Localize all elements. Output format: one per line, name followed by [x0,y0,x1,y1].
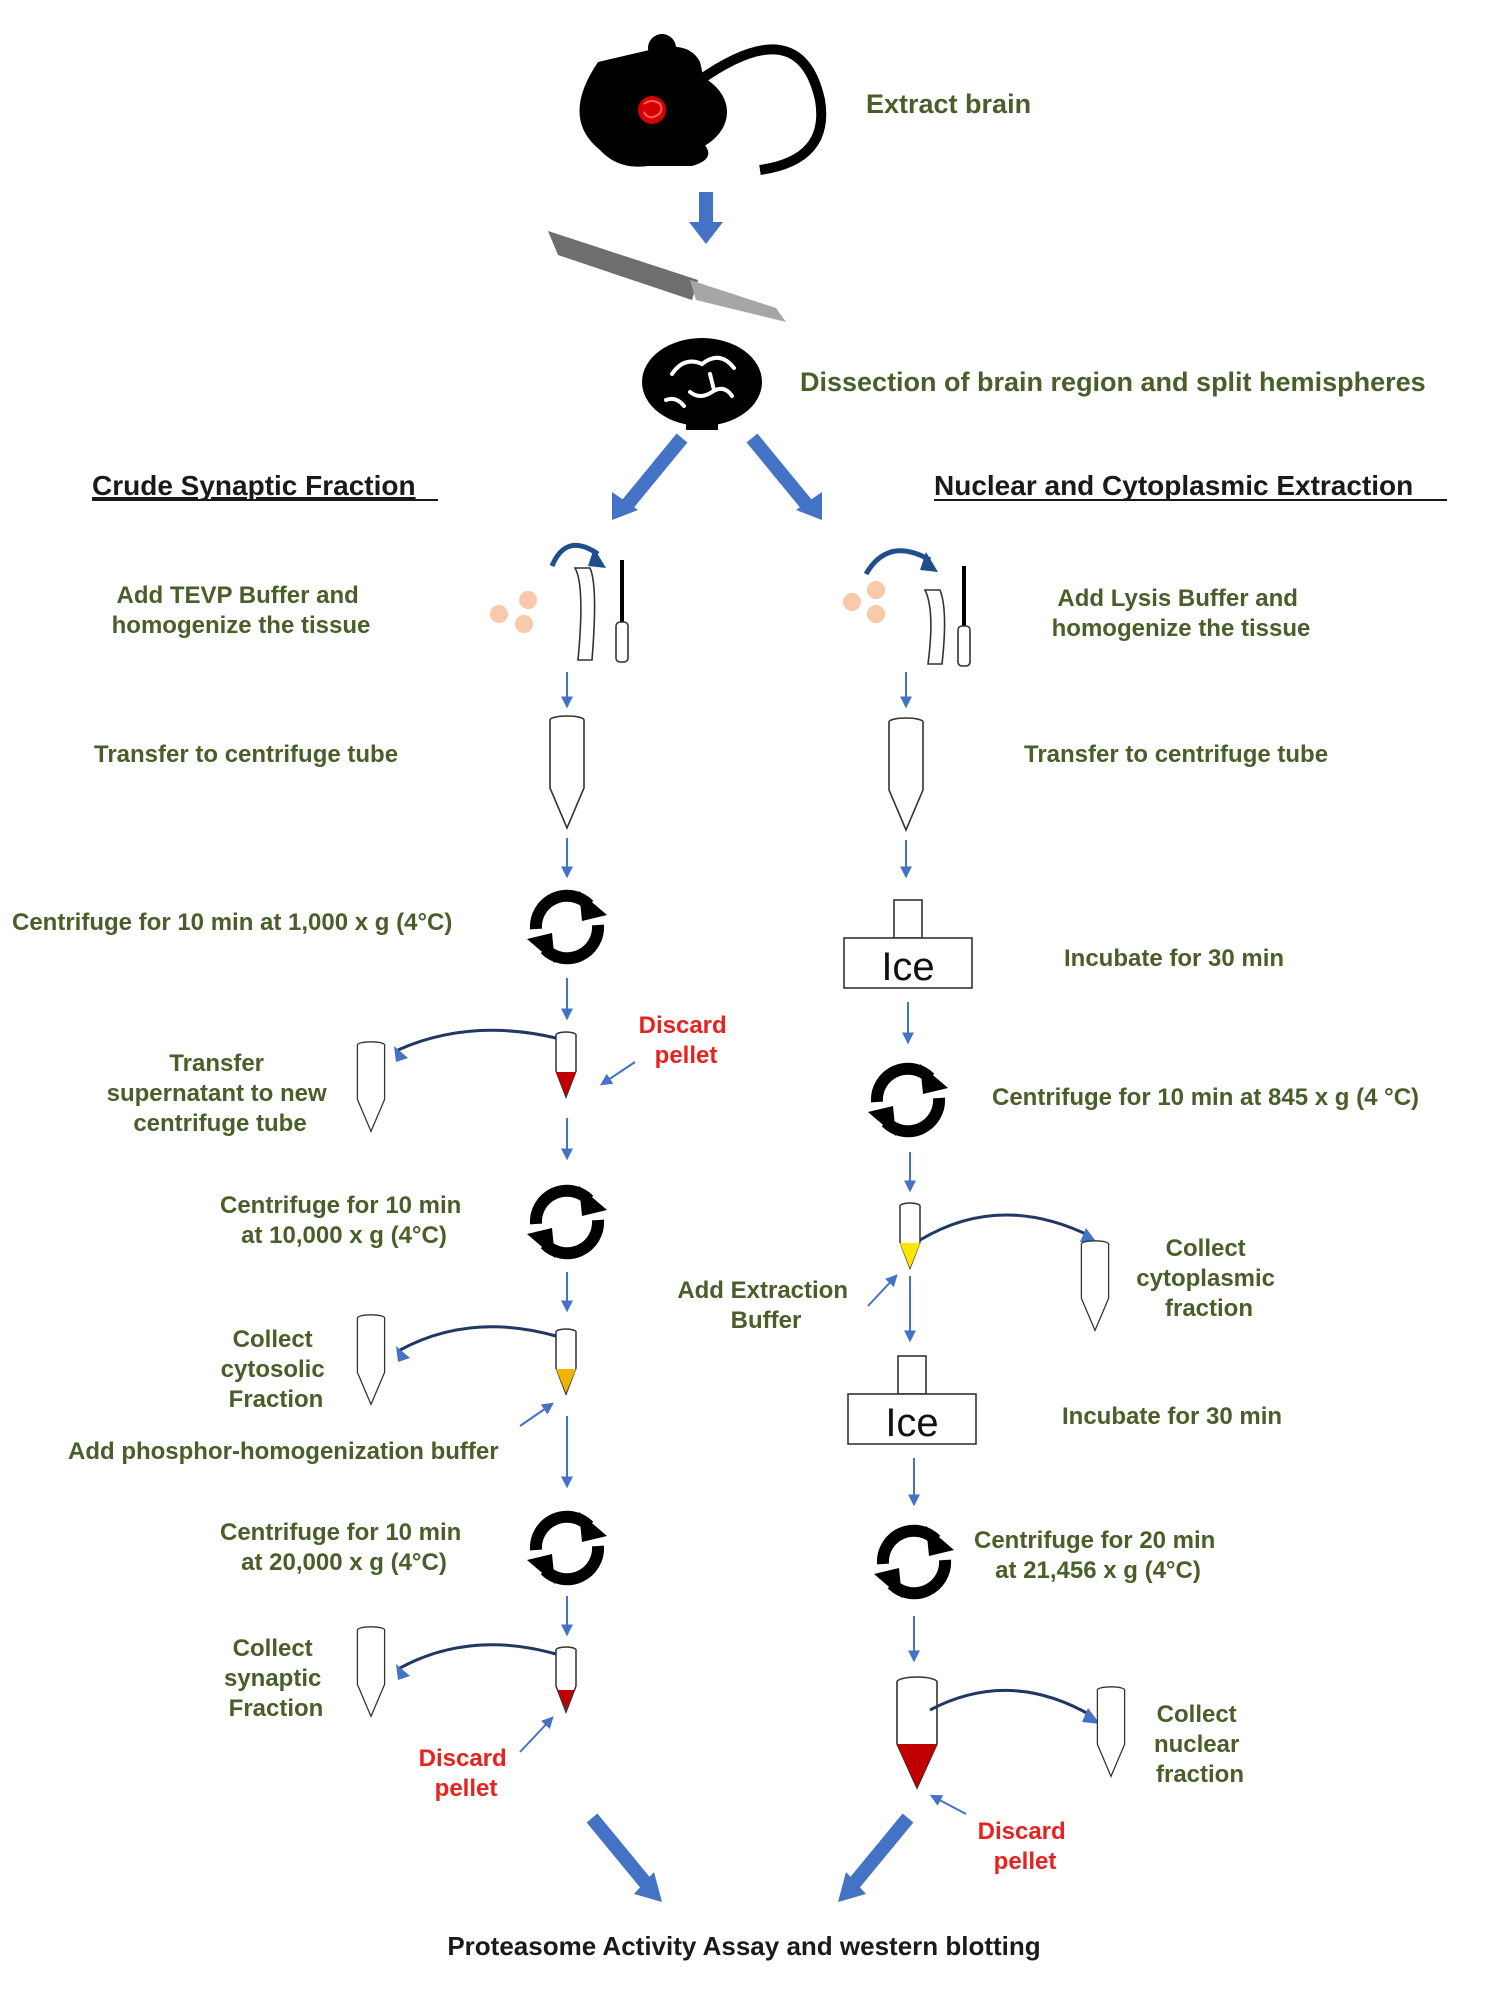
centrifuge-tube-icon [356,1041,386,1133]
centrifuge-21456-label: Centrifuge for 20 min at 21,456 x g (4°C… [974,1527,1222,1584]
ice-label: Ice [881,945,934,989]
transfer-tube-label: Transfer to centrifuge tube [94,741,398,768]
split-arrow-right-icon [746,433,822,520]
add-extraction-buffer-label: Add Extraction Buffer [677,1277,854,1334]
discard-pellet-label: Discard pellet [978,1818,1073,1875]
cytosolic-tube-icon [555,1328,577,1395]
final-arrow-right-icon [838,1813,914,1902]
homogenizer-icon [843,548,971,667]
scalpel-icon [548,231,786,322]
brain-icon [642,338,762,430]
homogenizer-icon [490,543,629,663]
centrifuge-cycle-icon [874,1526,954,1598]
centrifuge-20000-label: Centrifuge for 10 min at 20,000 x g (4°C… [220,1519,468,1576]
pellet-tube-icon [555,1031,577,1098]
centrifuge-cycle-icon [527,1186,607,1258]
ice-label: Ice [885,1401,938,1445]
centrifuge-tube-icon [356,1626,386,1718]
centrifuge-tube-icon [549,715,585,829]
left-column-header: Crude Synaptic Fraction [92,470,416,501]
split-arrow-left-icon [612,433,688,520]
incubate-label: Incubate for 30 min [1064,945,1284,972]
incubate-label: Incubate for 30 min [1062,1403,1282,1430]
collect-cytosolic-label: Collect cytosolic Fraction [221,1326,332,1413]
mouse-icon [579,34,827,175]
transfer-tube-label: Transfer to centrifuge tube [1024,741,1328,768]
final-step-label: Proteasome Activity Assay and western bl… [447,1931,1040,1961]
add-tevp-buffer-label: Add TEVP Buffer and homogenize the tissu… [112,582,371,639]
discard-pellet-label: Discard pellet [639,1012,734,1069]
discard-pellet-label: Discard pellet [419,1745,514,1802]
collect-synaptic-label: Collect synaptic Fraction [224,1635,328,1722]
collect-cytoplasmic-label: Collect cytoplasmic fraction [1136,1235,1281,1322]
centrifuge-10000-label: Centrifuge for 10 min at 10,000 x g (4°C… [220,1192,468,1249]
cytoplasmic-tube-icon [899,1202,921,1269]
nuclear-tube-icon [896,1676,938,1790]
extract-brain-label: Extract brain [866,89,1031,119]
centrifuge-cycle-icon [868,1064,948,1136]
synaptic-tube-icon [555,1646,577,1713]
centrifuge-cycle-icon [527,1512,607,1584]
centrifuge-tube-icon [888,717,924,831]
centrifuge-cycle-icon [527,891,607,963]
dissection-label: Dissection of brain region and split hem… [800,367,1426,397]
centrifuge-tube-icon [356,1314,386,1406]
centrifuge-1000-label: Centrifuge for 10 min at 1,000 x g (4°C) [12,909,452,936]
final-arrow-left-icon [586,1813,662,1902]
right-column-header: Nuclear and Cytoplasmic Extraction [934,470,1413,501]
add-lysis-buffer-label: Add Lysis Buffer and homogenize the tiss… [1052,585,1311,642]
add-phosphor-buffer-label: Add phosphor-homogenization buffer [68,1438,499,1465]
arrow-down-icon [689,192,723,244]
transfer-supernatant-label: Transfer supernatant to new centrifuge t… [107,1050,334,1137]
collect-nuclear-label: Collect nuclear fraction [1154,1701,1246,1788]
centrifuge-tube-icon [1096,1686,1126,1778]
centrifuge-tube-icon [1080,1240,1110,1332]
centrifuge-845-label: Centrifuge for 10 min at 845 x g (4 °C) [992,1084,1419,1111]
